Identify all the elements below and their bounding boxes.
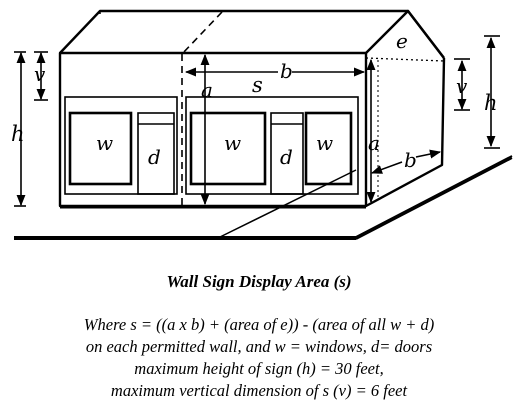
label-b-front: b [280, 59, 293, 83]
label-a-side: a [368, 131, 380, 155]
label-s: s [252, 73, 263, 97]
right-storefront [185, 96, 359, 195]
label-d-1: d [148, 145, 161, 169]
left-dimensions [14, 51, 48, 207]
gable-dotted-line [365, 57, 445, 62]
label-v-left: v [34, 62, 46, 86]
ground-plane [14, 155, 513, 240]
label-w-3: w [316, 131, 333, 155]
roof-division-dashed [181, 11, 223, 206]
label-d-2: d [280, 145, 293, 169]
label-a-front: a [201, 78, 213, 102]
label-w-1: w [96, 131, 113, 155]
caption-max-vertical: maximum vertical dimension of s (v) = 6 … [110, 381, 408, 400]
label-v-right: v [456, 74, 468, 98]
caption-formula: Where s = ((a x b) + (area of e)) - (are… [83, 315, 435, 334]
building [58, 9, 446, 209]
label-e: e [396, 29, 408, 53]
caption-title: Wall Sign Display Area (s) [166, 272, 352, 291]
right-dimensions [454, 35, 500, 149]
label-h-right: h [484, 91, 498, 115]
label-w-2: w [224, 131, 241, 155]
label-h-left: h [11, 122, 25, 146]
label-b-side: b [404, 148, 417, 172]
caption-definitions: on each permitted wall, and w = windows,… [85, 337, 433, 356]
caption-max-height: maximum height of sign (h) = 30 feet, [134, 359, 384, 378]
b-dimension-side [370, 149, 442, 174]
wall-sign-diagram: v h a s b e a b v h w d w d w [11, 9, 513, 240]
left-storefront [64, 96, 178, 195]
